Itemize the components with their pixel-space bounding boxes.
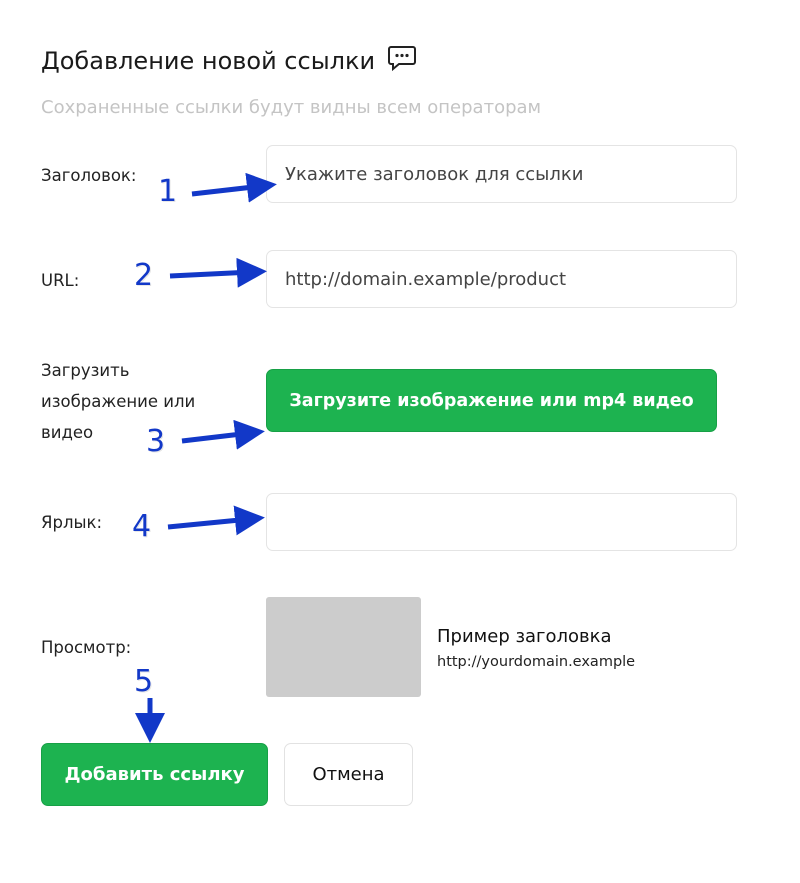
annotation-1: 1	[158, 174, 178, 209]
annotation-2: 2	[134, 258, 154, 293]
preview-image-placeholder	[266, 597, 421, 697]
preview-url: http://yourdomain.example	[437, 654, 636, 670]
subtitle: Сохраненные ссылки будут видны всем опер…	[41, 97, 542, 118]
arrow-4	[167, 505, 265, 536]
page-title-text: Добавление новой ссылки	[41, 47, 376, 75]
upload-label: Загрузить изображение или видео	[41, 355, 195, 448]
chat-bubble-icon	[387, 44, 417, 78]
upload-button[interactable]: Загрузите изображение или mp4 видео	[266, 369, 717, 432]
upload-label-line: Загрузить	[41, 361, 130, 380]
tag-label: Ярлык:	[41, 513, 103, 532]
page-title: Добавление новой ссылки	[41, 44, 417, 78]
preview-label: Просмотр:	[41, 638, 132, 657]
annotation-3: 3	[146, 424, 166, 459]
cancel-button[interactable]: Отмена	[284, 743, 413, 806]
arrow-1	[191, 172, 277, 203]
url-input[interactable]	[266, 250, 737, 308]
url-label: URL:	[41, 271, 80, 290]
annotation-4: 4	[132, 509, 152, 544]
upload-label-line: изображение или	[41, 392, 196, 411]
upload-label-line: видео	[41, 423, 94, 442]
preview-title: Пример заголовка	[437, 626, 612, 647]
tag-input[interactable]	[266, 493, 737, 551]
annotation-5: 5	[134, 664, 154, 699]
arrow-2	[169, 257, 267, 288]
title-input[interactable]	[266, 145, 737, 203]
title-label: Заголовок:	[41, 166, 137, 185]
add-link-button[interactable]: Добавить ссылку	[41, 743, 268, 806]
